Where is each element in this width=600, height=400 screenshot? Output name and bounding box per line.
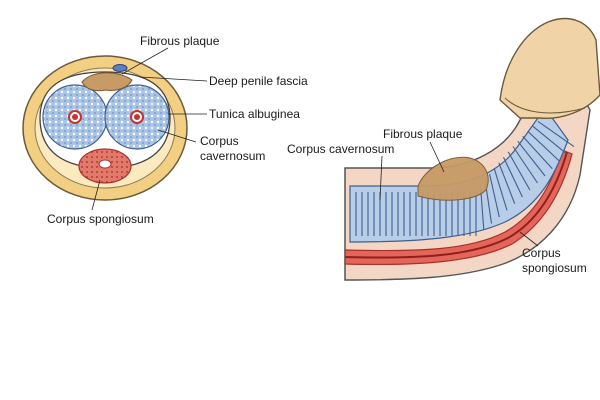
long-plaque [417, 156, 489, 201]
label-corpus-spongiosum-long-1: Corpus [522, 246, 561, 260]
cross-artery-right-core [134, 114, 140, 120]
striation-line [498, 162, 516, 204]
striation-line [532, 125, 568, 155]
striation-line [527, 130, 561, 162]
label-corpus-cavernosum-cross-1: Corpus [200, 134, 239, 148]
cross-plaque [81, 72, 133, 92]
cross-artery-left-core [72, 114, 78, 120]
striation-line [537, 120, 575, 148]
striation-line [512, 146, 538, 184]
striation-line [517, 140, 546, 177]
leader-spongiosum-right [519, 231, 539, 247]
long-urethra [344, 151, 568, 259]
striation-line [522, 135, 553, 170]
label-fibrous-plaque-long: Fibrous plaque [383, 127, 463, 141]
leader-spongiosum-left [91, 179, 101, 211]
leader-fibrous-plaque-left [121, 47, 169, 75]
cavernosum-striations [355, 120, 575, 236]
striation-line [507, 151, 531, 191]
cross-dorsal-vessel [112, 64, 128, 72]
label-corpus-cavernosum-cross-2: cavernosum [200, 149, 266, 163]
leader-deep-fascia [139, 76, 208, 82]
label-deep-penile-fascia: Deep penile fascia [209, 74, 308, 88]
label-corpus-spongiosum-cross: Corpus spongiosum [47, 212, 154, 226]
label-tunica-albuginea: Tunica albuginea [209, 107, 300, 121]
striation-line [489, 173, 500, 218]
striation-line [503, 156, 523, 198]
long-glans-rim [504, 97, 586, 114]
cross-urethra [98, 159, 112, 169]
label-fibrous-plaque-cross: Fibrous plaque [140, 34, 220, 48]
cross-leader-lines [91, 47, 208, 211]
long-glans [499, 17, 600, 119]
long-leader-lines [379, 141, 539, 247]
label-corpus-cavernosum-long: Corpus cavernosum [287, 142, 395, 156]
striation-line [493, 168, 508, 211]
leader-cavernosum-left [157, 129, 197, 143]
leader-fibrous-plaque-right [429, 141, 445, 173]
longitudinal-details [344, 17, 600, 280]
long-spongiosum [344, 149, 573, 266]
label-corpus-spongiosum-long-2: spongiosum [522, 261, 587, 275]
leader-cavernosum-right [379, 155, 383, 201]
cross-section [22, 55, 188, 201]
